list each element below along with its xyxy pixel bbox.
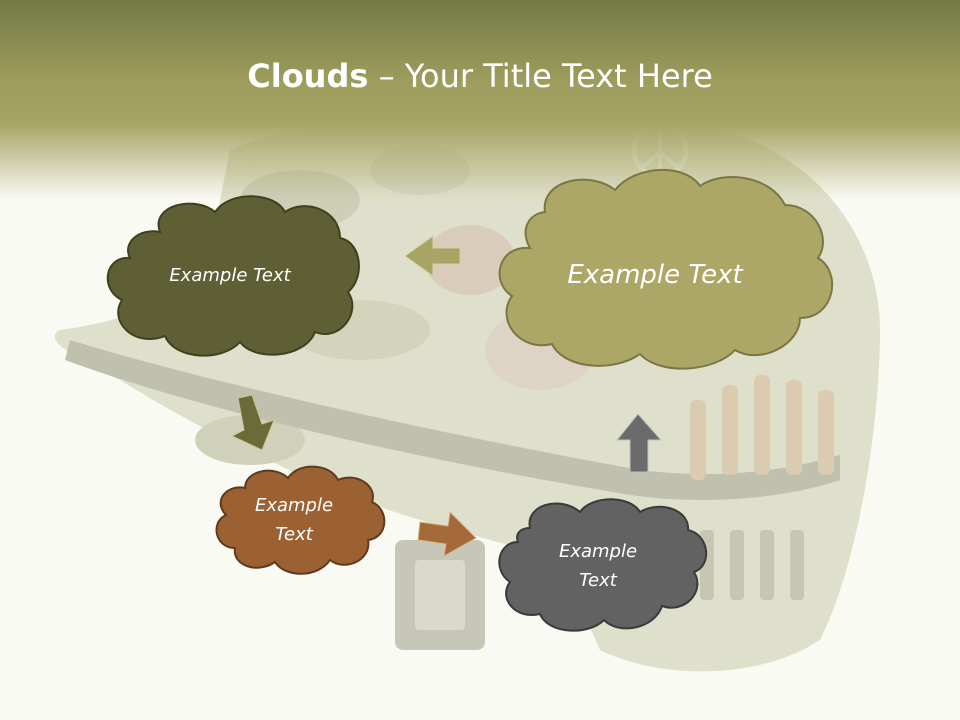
cloud-bottom-right-line2: Text (579, 570, 617, 591)
cloud-bottom-right-label: Example Text (530, 534, 666, 598)
cloud-top-left-label: Example Text (140, 255, 320, 295)
cloud-top-left[interactable] (106, 195, 360, 357)
cloud-mid-left-line1: Example (254, 495, 334, 516)
cloud-top-right-text: Example Text (567, 260, 743, 290)
cloud-mid-left-line2: Text (275, 524, 313, 545)
title-bold-word: Clouds (247, 57, 369, 95)
arrow-down-icon (230, 394, 275, 451)
cloud-top-right-label: Example Text (535, 250, 775, 300)
cloud-bottom-right[interactable] (498, 498, 708, 632)
title-header-band (0, 0, 960, 200)
title-dash: – (368, 57, 405, 95)
cloud-bottom-right-line1: Example (558, 541, 638, 562)
arrow-left-icon (404, 235, 461, 277)
cloud-mid-left-label: Example Text (228, 488, 360, 552)
cloud-mid-left[interactable] (215, 465, 386, 575)
cloud-top-right[interactable] (498, 168, 834, 370)
cloud-top-left-text: Example Text (169, 264, 291, 286)
arrow-up-icon (615, 413, 663, 473)
arrow-right-icon (417, 510, 477, 557)
slide-title: Clouds – Your Title Text Here (0, 52, 960, 100)
title-rest: Your Title Text Here (404, 57, 713, 95)
